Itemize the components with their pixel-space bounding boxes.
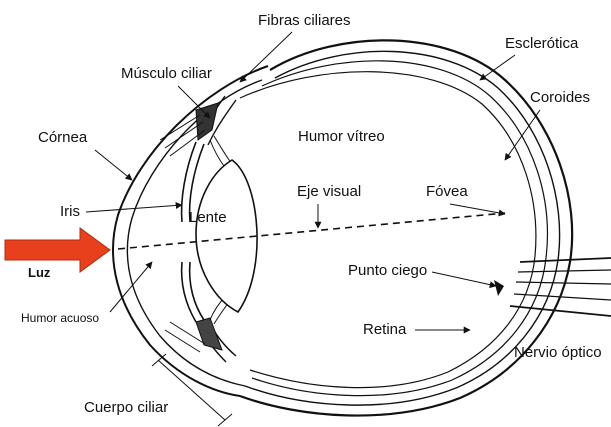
ciliary-body	[165, 318, 236, 362]
label-fibras-ciliares: Fibras ciliares	[258, 12, 351, 29]
retina	[240, 72, 536, 388]
label-lente: Lente	[189, 209, 227, 226]
optic-nerve	[494, 258, 611, 316]
label-coroides: Coroides	[530, 89, 590, 106]
choroid	[252, 61, 547, 396]
label-punto-ciego: Punto ciego	[348, 262, 427, 279]
label-cornea: Córnea	[38, 129, 88, 146]
label-humor-vitreo: Humor vítreo	[298, 128, 385, 145]
label-luz: Luz	[28, 265, 51, 280]
label-retina: Retina	[363, 321, 407, 338]
label-musculo-ciliar: Músculo ciliar	[121, 65, 212, 82]
label-humor-acuoso: Humor acuoso	[21, 311, 99, 325]
visual-axis	[118, 213, 505, 249]
label-cuerpo-ciliar: Cuerpo ciliar	[84, 399, 168, 416]
label-iris: Iris	[60, 203, 80, 220]
label-eje-visual: Eje visual	[297, 183, 361, 200]
label-fovea: Fóvea	[426, 183, 468, 200]
light-arrow	[5, 228, 110, 272]
label-esclerotica: Esclerótica	[505, 35, 579, 52]
label-nervio-optico: Nervio óptico	[514, 344, 602, 361]
lens	[196, 160, 257, 312]
